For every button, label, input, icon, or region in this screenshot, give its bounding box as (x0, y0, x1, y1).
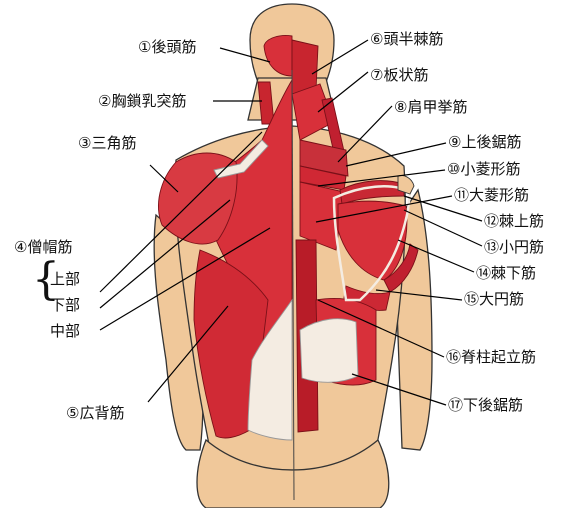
label-supraspinatus: ⑫棘上筋 (484, 212, 544, 230)
label-rhomboid-major: ⑪大菱形筋 (454, 186, 529, 204)
label-rhomboid-minor: ⑩小菱形筋 (447, 160, 520, 178)
label-occipitalis: ①後頭筋 (138, 38, 196, 56)
right-shoulder-bone (398, 175, 414, 194)
label-teres-minor: ⑬小円筋 (484, 238, 544, 256)
label-teres-major: ⑮大円筋 (464, 290, 524, 308)
label-serratus-posterior-superior: ⑨上後鋸筋 (448, 133, 521, 151)
label-sternocleidomastoid: ②胸鎖乳突筋 (98, 92, 186, 110)
serratus-posterior-inferior-fascia (300, 319, 358, 383)
label-trapezius-upper: 上部 (50, 270, 80, 288)
label-splenius: ⑦板状筋 (370, 66, 428, 84)
label-deltoid: ③三角筋 (78, 134, 136, 152)
label-trapezius-lower: 下部 (50, 296, 80, 314)
label-infraspinatus: ⑭棘下筋 (476, 264, 536, 282)
label-semispinalis-capitis: ⑥頭半棘筋 (370, 30, 443, 48)
label-trapezius-middle: 中部 (50, 322, 80, 340)
label-serratus-posterior-inferior: ⑰下後鋸筋 (448, 396, 523, 414)
label-levator-scapulae: ⑧肩甲挙筋 (394, 98, 467, 116)
label-latissimus-dorsi: ⑤広背筋 (66, 404, 124, 422)
label-erector-spinae: ⑯脊柱起立筋 (446, 348, 536, 366)
